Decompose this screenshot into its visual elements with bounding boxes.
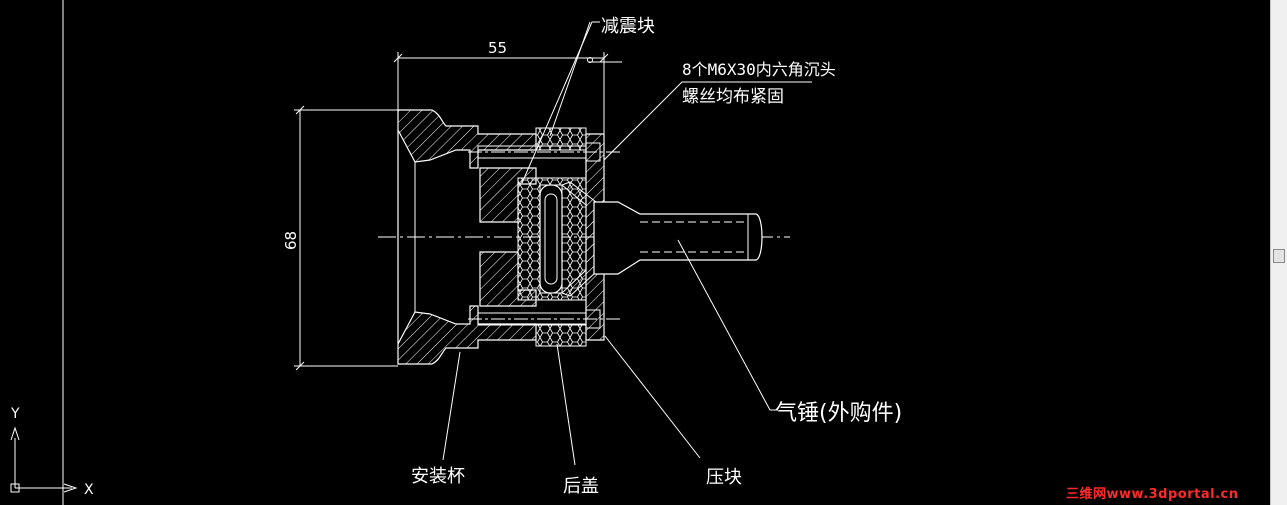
label-cup: 安装杯 xyxy=(411,466,465,487)
label-damper: 减震块 xyxy=(601,16,655,37)
mounting-cup-lower xyxy=(397,305,537,365)
damper-ring-top xyxy=(535,127,587,151)
dim-68-arrow-top xyxy=(295,105,305,115)
label-screws-line2: 螺丝均布紧固 xyxy=(682,87,784,107)
damper-slot-inner xyxy=(544,193,558,285)
ucs-x-label: X xyxy=(84,482,94,498)
leader-hammer xyxy=(677,239,778,411)
air-hammer xyxy=(593,201,763,275)
ucs-y-label: Y xyxy=(10,406,20,422)
ucs-icon: Y X xyxy=(10,406,94,498)
press-block-cone xyxy=(561,181,597,297)
dim-55-arrow-right xyxy=(599,53,609,63)
leader-damper xyxy=(521,21,600,184)
leader-press-block xyxy=(604,335,701,459)
damper-ring-bottom xyxy=(535,323,587,347)
scrollbar-thumb[interactable] xyxy=(1273,249,1285,263)
leader-screws xyxy=(603,81,812,161)
label-rear-cover: 后盖 xyxy=(563,476,599,497)
watermark: 三维网www.3dportal.cn xyxy=(1066,487,1239,502)
damper-slot xyxy=(539,184,563,294)
dim-55-marker xyxy=(587,57,593,63)
label-press-block: 压块 xyxy=(706,467,742,488)
dim-55-arrow-left xyxy=(393,53,403,63)
mounting-cup-upper xyxy=(397,109,537,169)
label-screws-line1: 8个M6X30内六角沉头 xyxy=(682,60,836,79)
dim-68-text: 68 xyxy=(282,231,300,250)
dim-55-text: 55 xyxy=(488,39,507,57)
leader-damper-2 xyxy=(549,21,591,137)
leader-cup xyxy=(442,351,461,461)
dim-68-arrow-bottom xyxy=(295,361,305,371)
leader-rear-cover xyxy=(556,343,576,466)
label-hammer: 气锤(外购件) xyxy=(775,401,902,426)
vertical-scrollbar[interactable] xyxy=(1270,0,1287,505)
